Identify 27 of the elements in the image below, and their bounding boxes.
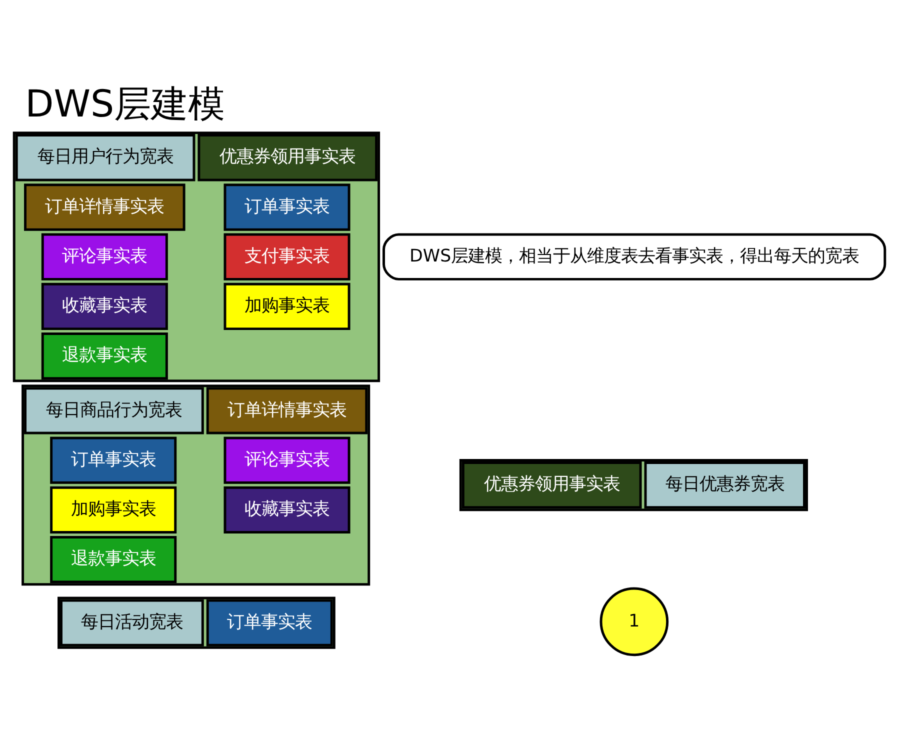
node-box: 评论事实表	[223, 436, 350, 484]
node-box: 加购事实表	[223, 282, 350, 330]
node-box: 订单事实表	[206, 599, 332, 646]
node-box: DWS层建模，相当于从维度表去看事实表，得出每天的宽表	[382, 233, 886, 280]
node-box: 每日优惠券宽表	[644, 462, 805, 509]
node-box: 每日活动宽表	[60, 599, 204, 646]
cluster	[12, 132, 380, 382]
node-box: 收藏事实表	[223, 486, 350, 534]
cluster	[21, 384, 370, 586]
cluster	[57, 596, 335, 649]
node-box: 优惠券领用事实表	[197, 134, 378, 182]
node-box: 收藏事实表	[40, 282, 168, 330]
node-box: 评论事实表	[40, 233, 168, 280]
node-box: 每日商品行为宽表	[24, 387, 204, 434]
node-box: 加购事实表	[50, 486, 176, 534]
node-box: 订单事实表	[50, 436, 176, 484]
node-box: 支付事实表	[223, 233, 350, 280]
node-box: 退款事实表	[40, 332, 168, 380]
node-box: 订单详情事实表	[24, 184, 185, 231]
node-box: 退款事实表	[50, 536, 176, 584]
node-box: 每日用户行为宽表	[14, 134, 195, 182]
node-circle: 1	[599, 587, 668, 656]
node-box: 订单事实表	[223, 184, 350, 231]
diagram-title: DWS层建模	[24, 82, 225, 126]
cluster	[458, 459, 808, 512]
node-box: 优惠券领用事实表	[461, 462, 642, 509]
node-box: 订单详情事实表	[206, 387, 368, 434]
